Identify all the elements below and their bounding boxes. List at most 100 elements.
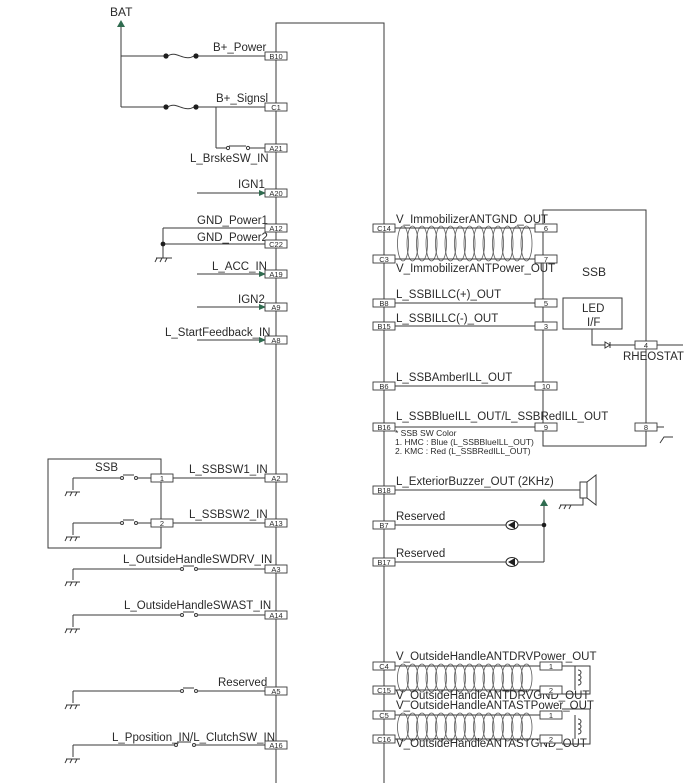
- svg-text:8: 8: [644, 423, 648, 432]
- svg-text:6: 6: [544, 224, 548, 233]
- bat-label: BAT: [110, 5, 133, 19]
- twist-loop: [425, 712, 438, 742]
- signal-label: L_OutsideHandleSWDRV_IN: [123, 554, 272, 566]
- svg-text:C5: C5: [379, 711, 389, 720]
- twist-loop: [406, 712, 419, 742]
- output-arrow-icon: [540, 499, 548, 506]
- pin-A14: A14: [264, 610, 288, 620]
- signal-label: Reserved: [396, 511, 445, 523]
- twist-loop: [473, 663, 485, 693]
- twist-loop: [501, 225, 514, 262]
- twist-loop: [463, 712, 476, 742]
- twist-loop: [406, 663, 419, 693]
- signal-label: IGN2: [238, 294, 265, 306]
- signal-label: L_ExteriorBuzzer_OUT (2KHz): [396, 476, 554, 488]
- ground-icon: [558, 504, 573, 510]
- svg-text:2: 2: [549, 735, 553, 744]
- svg-text:B10: B10: [269, 52, 282, 61]
- pin-A8: A8: [264, 335, 288, 345]
- pin-A5: A5: [264, 686, 288, 696]
- svg-text:A19: A19: [269, 270, 282, 279]
- twist-loop: [435, 663, 447, 693]
- ssb-pin-6: 6: [534, 223, 558, 233]
- svg-text:A9: A9: [271, 303, 280, 312]
- pin-A9: A9: [264, 302, 288, 312]
- svg-text:A14: A14: [269, 611, 282, 620]
- svg-text:B18: B18: [377, 486, 390, 495]
- twist-loop: [473, 225, 485, 262]
- pin-B6: B6: [372, 381, 396, 391]
- twist-loop: [501, 663, 514, 693]
- svg-text:C15: C15: [377, 686, 391, 695]
- input-arrow-icon: [259, 190, 266, 196]
- twist-loop: [482, 712, 495, 742]
- twist-loop: [397, 712, 409, 742]
- led-label: I/F: [587, 317, 600, 329]
- pin-B10: B10: [264, 51, 288, 61]
- pin-C1: C1: [264, 102, 288, 112]
- note-title: * SSB SW Color: [395, 428, 457, 438]
- switch-icon: [120, 474, 138, 480]
- pin-C22: C22: [264, 239, 288, 249]
- pin-A16: A16: [264, 740, 288, 750]
- twist-loop: [520, 225, 533, 262]
- twist-loop: [416, 712, 428, 742]
- twist-loop: [492, 712, 504, 742]
- pin-B17: B17: [372, 557, 396, 567]
- svg-text:4: 4: [644, 341, 648, 350]
- switch-icon: [120, 519, 138, 525]
- twist-loop: [492, 663, 504, 693]
- signal-label: L_SSBSW1_IN: [189, 464, 268, 476]
- svg-text:3: 3: [544, 322, 548, 331]
- twist-loop: [397, 225, 409, 262]
- switch-icon: [225, 145, 251, 151]
- svg-text:A12: A12: [269, 224, 282, 233]
- ground-icon: [64, 628, 80, 634]
- svg-text:A20: A20: [269, 189, 282, 198]
- svg-text:1: 1: [549, 711, 553, 720]
- svg-text:B8: B8: [379, 299, 388, 308]
- twist-loop: [435, 712, 447, 742]
- svg-text:A5: A5: [271, 687, 280, 696]
- pin-C16: C16: [372, 734, 396, 744]
- input-arrow-icon: [259, 304, 266, 310]
- svg-text:9: 9: [544, 423, 548, 432]
- signal-label: L_Pposition_IN/L_ClutchSW_IN: [112, 732, 275, 744]
- svg-text:A3: A3: [271, 565, 280, 574]
- twist-loop: [397, 663, 409, 693]
- svg-text:7: 7: [544, 255, 548, 264]
- svg-text:2: 2: [160, 519, 164, 528]
- svg-text:1: 1: [160, 474, 164, 483]
- switch-icon: [180, 611, 198, 617]
- twist-loop: [435, 225, 447, 262]
- ground-icon: [64, 581, 80, 587]
- switch-contact-icon: [659, 436, 673, 444]
- twist-loop: [406, 225, 419, 262]
- svg-text:C4: C4: [379, 662, 389, 671]
- ssb-pin-10: 10: [534, 381, 558, 391]
- twist-loop: [492, 225, 504, 262]
- twist-loop: [444, 225, 457, 262]
- twist-loop: [444, 663, 457, 693]
- svg-text:2: 2: [549, 686, 553, 695]
- antenna-coil-icon: [577, 718, 582, 735]
- pin-B16: B16: [372, 422, 396, 432]
- signal-label: V_OutsideHandleANTDRVPower_OUT: [396, 651, 596, 663]
- ssb-switch-box: [47, 458, 162, 549]
- antenna-drv: 1 2: [539, 661, 591, 695]
- twisted-pair-icon: [397, 663, 533, 693]
- signal-label: GND_Power2: [197, 232, 268, 244]
- svg-text:A13: A13: [269, 519, 282, 528]
- twist-loop: [511, 712, 523, 742]
- pin-A3: A3: [264, 564, 288, 574]
- pin-C3: C3: [372, 254, 396, 264]
- pin-A21: A21: [264, 143, 288, 153]
- fuse-icon: [163, 104, 199, 110]
- input-arrow-icon: [259, 337, 266, 343]
- twist-loop: [520, 663, 533, 693]
- signal-label: L_BrskeSW_IN: [190, 153, 269, 165]
- svg-text:C1: C1: [271, 103, 281, 112]
- ground-icon: [64, 758, 80, 764]
- twisted-pair-icon: [397, 225, 533, 262]
